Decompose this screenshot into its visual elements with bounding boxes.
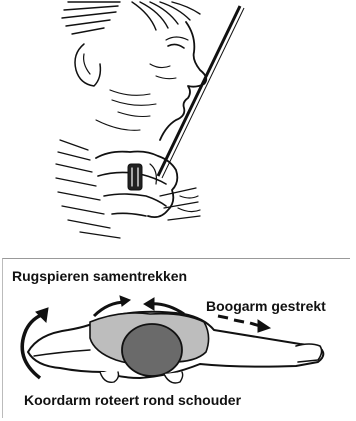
cheek-hatching: [96, 64, 176, 130]
ear-outline: [75, 44, 100, 86]
draw-hand: [96, 152, 200, 218]
hair-hatching: [62, 2, 200, 34]
eye: [168, 44, 184, 48]
label-back-muscles: Rugspieren samentrekken: [12, 268, 187, 284]
label-draw-arm: Koordarm roteert rond schouder: [24, 392, 241, 408]
finger-tab: [128, 164, 142, 190]
bow-string: [158, 6, 244, 178]
label-bow-arm: Boogarm gestrekt: [206, 298, 326, 314]
